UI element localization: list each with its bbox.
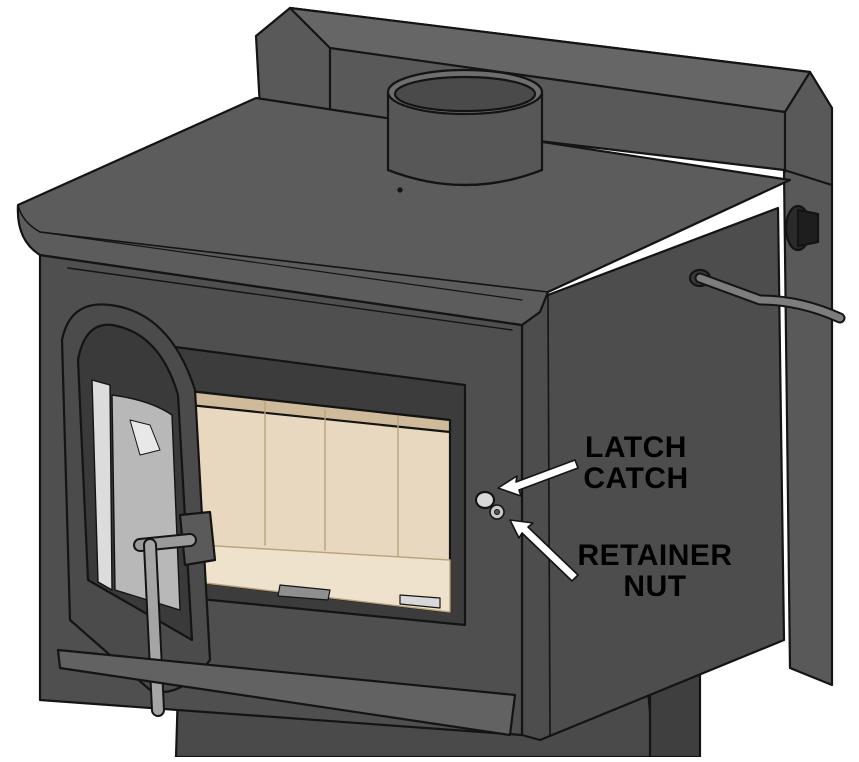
retainer-nut-arrow (509, 519, 579, 582)
retainer-nut-label-line1: RETAINER (577, 539, 733, 572)
latch-catch-label-line1: LATCH (585, 431, 687, 464)
firebox-interior (178, 388, 452, 614)
latch-catch-label-line2: CATCH (583, 462, 689, 495)
retainer-nut-label-line2: NUT (623, 570, 687, 603)
latch-catch-label: LATCH CATCH (566, 432, 706, 494)
latch-catch-icon (474, 490, 496, 510)
flue-collar (386, 68, 544, 187)
stove-door (60, 303, 212, 694)
air-control-rod-icon (688, 268, 846, 324)
latch-catch-arrow (497, 459, 579, 497)
front-ledge (56, 648, 517, 737)
retainer-nut-icon (489, 504, 505, 520)
callout-arrows (497, 459, 579, 582)
retainer-nut-label: RETAINER NUT (560, 540, 750, 602)
side-knob-icon (784, 204, 820, 252)
